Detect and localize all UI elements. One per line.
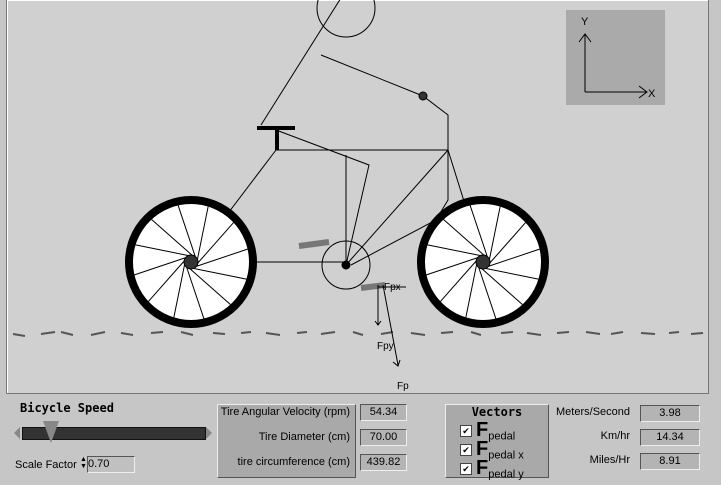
slider-track (22, 427, 206, 440)
vectors-title: Vectors (471, 405, 523, 419)
bicycle-scene: Y X Fpx Fpy Fp (6, 0, 709, 394)
speed-value: 14.34 (640, 429, 700, 446)
slider-right-arrow-icon[interactable] (206, 427, 212, 439)
slider-thumb[interactable] (42, 421, 59, 443)
scale-factor-label: Scale Factor (15, 459, 77, 471)
vector-symbol: F (476, 457, 489, 479)
front-wheel (417, 196, 549, 328)
bicycle-drawing: Y X Fpx Fpy Fp (12, 0, 704, 392)
ground (12, 331, 704, 337)
slider-left-arrow-icon[interactable] (14, 427, 20, 439)
frame (190, 126, 484, 291)
fpx-label: Fpx (384, 282, 401, 293)
speed-label: Meters/Second (556, 406, 630, 418)
bicycle-speed-slider[interactable] (14, 421, 212, 443)
scale-spinner-icon[interactable]: ▲▼ (80, 456, 87, 470)
checkbox[interactable]: ✔ (460, 462, 472, 475)
fp-label: Fp (397, 381, 409, 392)
vector-toggle[interactable]: ✔ Fpedal x (460, 438, 524, 461)
vector-subscript: pedal x (488, 449, 524, 462)
rear-wheel (125, 196, 257, 328)
tire-row-value: 54.34 (360, 404, 407, 421)
axis-box: Y X (566, 10, 665, 105)
scale-factor-input[interactable]: 0.70 (87, 456, 135, 473)
vector-symbol: F (476, 438, 489, 460)
tire-row-label: Tire Diameter (cm) (258, 431, 350, 443)
tire-row-value: 70.00 (360, 429, 407, 446)
axis-x-label: X (648, 88, 656, 100)
bicycle-speed-title: Bicycle Speed (20, 401, 114, 415)
speed-label: Miles/Hr (589, 454, 630, 466)
speed-value: 3.98 (640, 405, 700, 422)
force-vectors: Fpx Fpy Fp (374, 282, 409, 392)
checkbox[interactable]: ✔ (460, 443, 472, 456)
tire-row-label: Tire Angular Velocity (rpm) (220, 406, 350, 418)
tire-row-value: 439.82 (360, 454, 407, 471)
tire-row-label: tire circumference (cm) (237, 456, 350, 468)
vector-symbol: F (476, 419, 489, 441)
speed-value: 8.91 (640, 453, 700, 470)
vectors-panel: Vectors ✔ Fpedal ✔ Fpedal x ✔ Fpedal y (445, 404, 549, 480)
axis-y-label: Y (581, 16, 589, 28)
rider (260, 0, 449, 266)
tire-panel (217, 404, 356, 478)
vector-subscript: pedal y (488, 468, 524, 481)
vector-toggle[interactable]: ✔ Fpedal (460, 419, 515, 442)
fpy-label: Fpy (377, 341, 394, 352)
vector-toggle[interactable]: ✔ Fpedal y (460, 457, 524, 480)
vector-subscript: pedal (488, 430, 516, 443)
speed-label: Km/hr (600, 430, 630, 442)
checkbox[interactable]: ✔ (460, 424, 472, 437)
